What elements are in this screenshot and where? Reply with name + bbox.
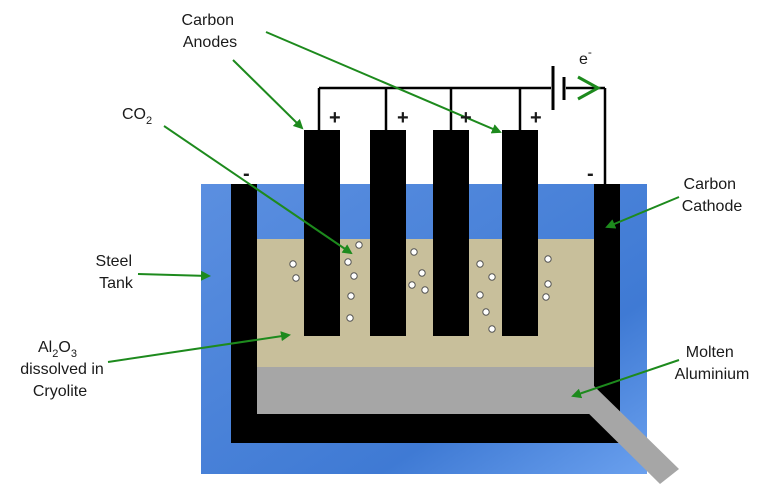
steel-tank-label: Steel Tank [96, 253, 137, 292]
bubble [482, 308, 490, 316]
circuit-wiring [317, 86, 607, 186]
anode-sign-4: + [530, 107, 542, 129]
electrolyte-label-line2: dissolved in [20, 361, 104, 378]
electrolyte-label-line3: Cryolite [33, 383, 87, 400]
arrow-carbon-anodes-2 [265, 31, 502, 134]
bubble [347, 292, 355, 300]
anode-sign-2: + [397, 107, 409, 129]
anode-3 [433, 130, 469, 336]
bubble [410, 248, 418, 256]
arrow-carbon-anodes-1 [232, 59, 304, 130]
co2-bubbles [289, 241, 552, 333]
molten-aluminium [257, 367, 594, 414]
carbon-cathode-lining [231, 184, 620, 443]
bubble [542, 293, 550, 301]
bubble [544, 255, 552, 263]
bubble [355, 241, 363, 249]
anode-sign-3: + [460, 107, 472, 129]
bubble [421, 286, 429, 294]
bubble [350, 272, 358, 280]
electron-label: e- [579, 45, 592, 68]
bubble [418, 269, 426, 277]
anode-2 [370, 130, 406, 336]
bubble [488, 325, 496, 333]
cathode-sign-left: - [243, 163, 250, 185]
tap-pipe [574, 386, 679, 484]
bubble [292, 274, 300, 282]
carbon-anodes-label: Carbon Anodes [182, 12, 239, 51]
co2-label: CO2 [122, 106, 152, 127]
arrow-steel-tank [137, 270, 211, 281]
anode-4 [502, 130, 538, 336]
bubble [289, 260, 297, 268]
electrolyte-label-line1: Al2O3 [38, 339, 77, 360]
bubble [476, 260, 484, 268]
electron-flow-arrow-icon [577, 75, 602, 101]
arrow-electrolyte [107, 331, 291, 363]
anode-sign-1: + [329, 107, 341, 129]
arrow-molten-aluminium [571, 359, 680, 399]
molten-aluminium-label: Molten Aluminium [675, 344, 750, 383]
carbon-cathode-label: Carbon Cathode [682, 176, 743, 215]
bubble [344, 258, 352, 266]
bubble [408, 281, 416, 289]
arrow-carbon-cathode [605, 196, 680, 229]
bubble [346, 314, 354, 322]
pointer-arrows [107, 31, 680, 399]
bubble [488, 273, 496, 281]
bubble [544, 280, 552, 288]
bubble [476, 291, 484, 299]
arrow-co2 [163, 125, 353, 255]
cathode-sign-right: - [587, 163, 594, 185]
